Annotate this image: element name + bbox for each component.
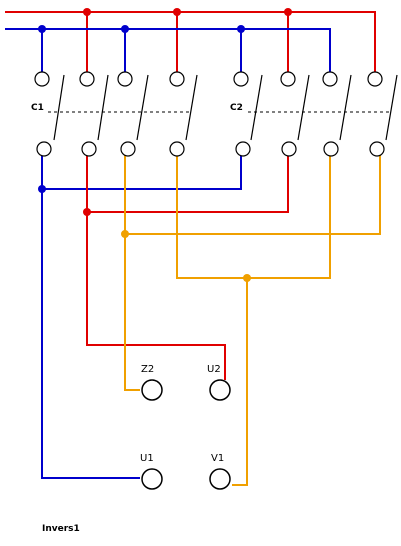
junction-dot — [173, 8, 181, 16]
junction-dot — [237, 25, 245, 33]
red-bridge-wire — [87, 150, 289, 213]
terminal-z2-label: Z2 — [141, 364, 154, 375]
contact-terminal-bottom — [323, 141, 339, 157]
orange-drop-v1 — [232, 278, 248, 486]
contact-blades — [53, 74, 398, 141]
red-supply-line — [5, 11, 376, 72]
junction-dot — [121, 25, 129, 33]
contact-blade — [97, 74, 109, 141]
terminal-u2-label: U2 — [207, 364, 221, 375]
contact-terminal-bottom — [120, 141, 136, 157]
contactor-contacts — [34, 71, 385, 157]
contact-blade — [250, 74, 263, 141]
contact-blade — [185, 74, 198, 141]
contact-blade — [136, 74, 149, 141]
contact-terminal-top — [367, 71, 383, 87]
contact-terminal-top — [34, 71, 50, 87]
contact-blade — [53, 74, 65, 141]
orange-output-wire-z2 — [124, 150, 140, 391]
terminal-z2 — [141, 379, 163, 401]
motor-terminals — [141, 379, 231, 490]
contact-terminal-bottom — [36, 141, 52, 157]
c1-label: C1 — [31, 103, 44, 113]
junction-dot — [243, 274, 251, 282]
terminal-u2 — [209, 379, 231, 401]
terminal-v1 — [209, 468, 231, 490]
wires — [5, 11, 381, 486]
blue-bridge-wire — [42, 150, 242, 190]
orange-output-wire-v1 — [176, 150, 331, 279]
blue-output-wire — [41, 150, 140, 479]
contact-terminal-bottom — [281, 141, 297, 157]
contact-terminal-bottom — [235, 141, 251, 157]
contact-blade — [339, 74, 352, 141]
junction-dot — [38, 25, 46, 33]
junction-dot — [121, 230, 129, 238]
junctions — [38, 8, 292, 282]
orange-bridge-wire-top — [125, 150, 381, 235]
contact-terminal-top — [322, 71, 338, 87]
contact-terminal-top — [280, 71, 296, 87]
contact-terminal-bottom — [81, 141, 97, 157]
contact-terminal-bottom — [169, 141, 185, 157]
contact-terminal-bottom — [369, 141, 385, 157]
contact-terminal-top — [117, 71, 133, 87]
contact-blade — [297, 74, 310, 141]
terminal-v1-label: V1 — [211, 453, 224, 464]
junction-dot — [38, 185, 46, 193]
red-output-wire — [86, 150, 226, 380]
junction-dot — [83, 208, 91, 216]
blue-supply-line — [5, 28, 331, 72]
terminal-u1 — [141, 468, 163, 490]
junction-dot — [83, 8, 91, 16]
terminal-u1-label: U1 — [140, 453, 154, 464]
contact-terminal-top — [79, 71, 95, 87]
diagram-caption: Invers1 — [42, 524, 80, 534]
c2-label: C2 — [230, 103, 243, 113]
junction-dot — [284, 8, 292, 16]
contact-terminal-top — [233, 71, 249, 87]
contact-terminal-top — [169, 71, 185, 87]
contact-blade — [385, 74, 398, 141]
